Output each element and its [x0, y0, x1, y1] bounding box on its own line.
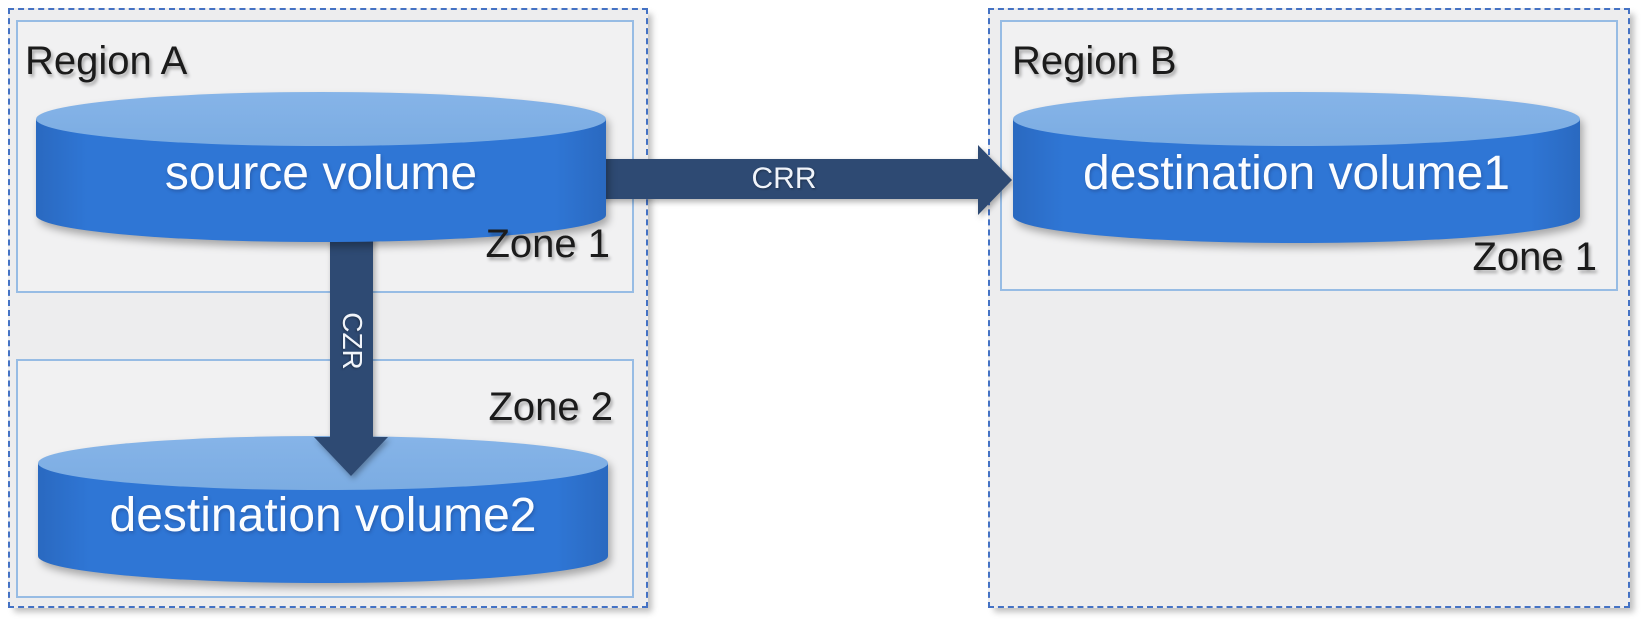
cylinder-bottom — [38, 529, 608, 583]
crr-arrow-shaft: CRR — [590, 159, 978, 199]
destination-volume1-label: destination volume1 — [1083, 147, 1510, 200]
region-a-zone-1-label: Zone 1 — [485, 222, 610, 266]
source-volume-cylinder: source volume — [36, 92, 606, 242]
cylinder-top-icon — [1013, 92, 1580, 146]
destination-volume2-label: destination volume2 — [109, 489, 537, 542]
source-volume-label: source volume — [164, 146, 478, 200]
cylinder-bottom — [1013, 189, 1580, 243]
crr-arrowhead-icon — [978, 145, 1012, 215]
destination-volume1-cylinder: destination volume1 — [1013, 92, 1580, 243]
czr-arrow-label: CZR — [336, 311, 368, 370]
destination-volume2-cylinder: destination volume2 — [38, 436, 608, 583]
cylinder-top-icon — [36, 92, 606, 146]
crr-arrow: CRR — [590, 145, 1014, 215]
region-b-label: Region B — [1012, 39, 1177, 83]
czr-arrow-shaft: CZR — [330, 230, 373, 437]
region-a-zone-2-label: Zone 2 — [488, 385, 613, 429]
czr-arrowhead-icon — [314, 437, 388, 476]
crr-arrow-label: CRR — [751, 162, 817, 195]
cylinder-bottom — [36, 188, 606, 242]
region-b-zone-1-label: Zone 1 — [1472, 235, 1597, 279]
region-a-label: Region A — [25, 39, 188, 83]
czr-arrow: CZR — [314, 230, 388, 476]
